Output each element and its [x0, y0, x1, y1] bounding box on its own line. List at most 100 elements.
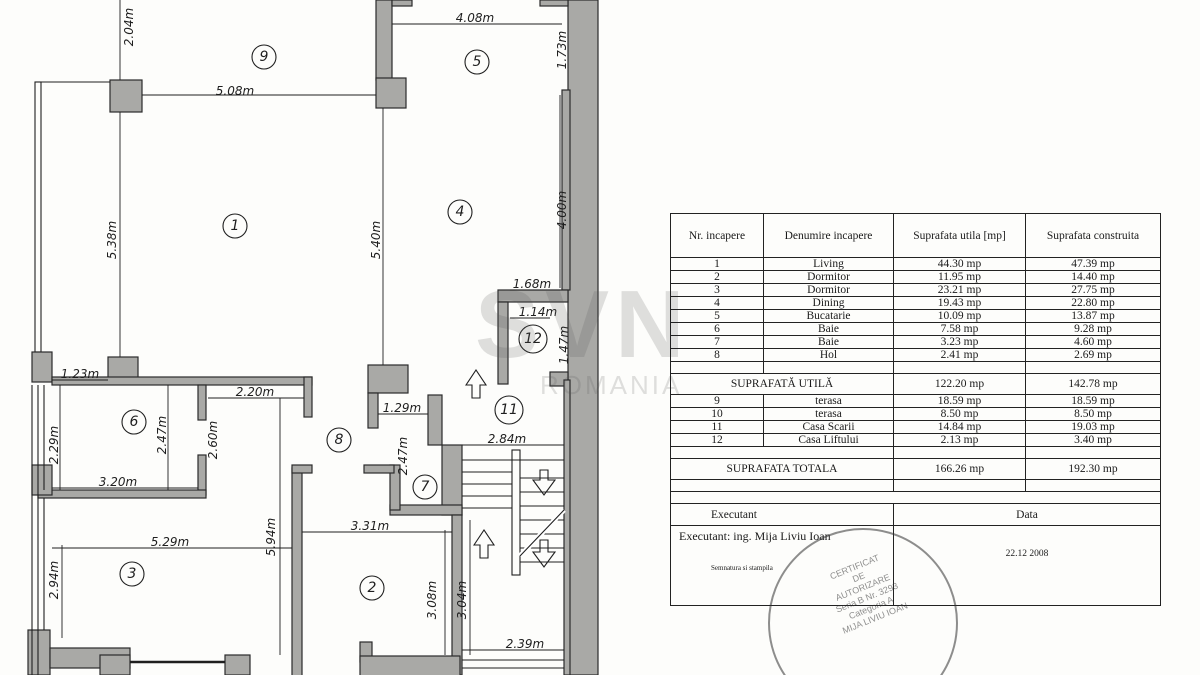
useful-area: 3.23 mp — [893, 335, 1026, 349]
built-area: 18.59 mp — [1025, 394, 1161, 408]
room-number: 12 — [670, 433, 764, 447]
room-marker: 3 — [119, 561, 145, 587]
dimension-label: 5.08m — [216, 84, 254, 98]
built-area: 4.60 mp — [1025, 335, 1161, 349]
dimension-label: 2.20m — [236, 385, 274, 399]
svg-text:4: 4 — [456, 204, 465, 220]
svg-text:9: 9 — [260, 49, 269, 65]
dimension-label: 4.08m — [456, 11, 494, 25]
svg-text:2: 2 — [368, 580, 377, 596]
dimension-label: 3.04m — [455, 581, 469, 619]
useful-area: 2.13 mp — [893, 433, 1026, 447]
room-number: 6 — [670, 322, 764, 336]
room-number: 10 — [670, 407, 764, 421]
dimension-label: 1.14m — [519, 305, 557, 319]
room-number: 2 — [670, 270, 764, 284]
built-area: 22.80 mp — [1025, 296, 1161, 310]
room-marker: 11 — [494, 395, 524, 425]
total-row: SUPRAFATA TOTALA 166.26 mp 192.30 mp — [670, 458, 1161, 480]
room-number: 9 — [670, 394, 764, 408]
room-number: 8 — [670, 348, 764, 362]
svg-text:3: 3 — [128, 566, 137, 582]
room-name: Baie — [763, 322, 894, 336]
dimension-label: 1.23m — [61, 367, 99, 381]
executant-header: Executant — [670, 503, 894, 526]
executant-body-row: Executant: ing. Mija Liviu Ioan Semnatur… — [670, 525, 1161, 606]
svg-text:5: 5 — [473, 54, 482, 70]
svg-text:8: 8 — [335, 432, 344, 448]
dimension-label: 5.94m — [264, 518, 278, 556]
room-name: Hol — [763, 348, 894, 362]
walls — [27, 0, 599, 675]
date-header: Data — [893, 503, 1161, 526]
svg-text:7: 7 — [421, 479, 430, 495]
room-number: 1 — [670, 257, 764, 271]
dimension-label: 2.39m — [506, 637, 544, 651]
built-area: 47.39 mp — [1025, 257, 1161, 271]
built-area: 13.87 mp — [1025, 309, 1161, 323]
built-area: 3.40 mp — [1025, 433, 1161, 447]
useful-area: 10.09 mp — [893, 309, 1026, 323]
room-marker: 9 — [251, 44, 277, 70]
dimension-label: 2.94m — [47, 561, 61, 599]
svg-text:6: 6 — [130, 414, 139, 430]
dimension-label: 1.47m — [557, 326, 571, 364]
room-name: Dining — [763, 296, 894, 310]
useful-area: 23.21 mp — [893, 283, 1026, 297]
room-number: 4 — [670, 296, 764, 310]
room-marker: 12 — [518, 324, 548, 354]
room-name: Casa Scarii — [763, 420, 894, 434]
dimension-label: 1.68m — [513, 277, 551, 291]
room-marker: 7 — [412, 474, 438, 500]
useful-area: 8.50 mp — [893, 407, 1026, 421]
header-room-number: Nr. incapere — [670, 213, 764, 258]
room-number: 5 — [670, 309, 764, 323]
room-marker: 1 — [222, 213, 248, 239]
room-number: 7 — [670, 335, 764, 349]
svg-text:1: 1 — [231, 218, 240, 234]
dimension-label: 5.38m — [105, 221, 119, 259]
dimension-label: 3.20m — [99, 475, 137, 489]
room-marker: 6 — [121, 409, 147, 435]
subtotal-row: SUPRAFATĂ UTILĂ 122.20 mp 142.78 mp — [670, 373, 1161, 395]
table-header: Nr. incapere Denumire incapere Suprafata… — [670, 213, 1161, 258]
dimension-label: 1.29m — [383, 401, 421, 415]
dimension-label: 4.00m — [555, 191, 569, 229]
dimension-lines — [52, 0, 564, 655]
room-name: Living — [763, 257, 894, 271]
svg-text:11: 11 — [500, 402, 518, 418]
dimension-label: 3.08m — [425, 581, 439, 619]
area-table: Nr. incapere Denumire incapere Suprafata… — [670, 213, 1161, 606]
room-marker: 4 — [447, 199, 473, 225]
room-name: Dormitor — [763, 283, 894, 297]
useful-area: 7.58 mp — [893, 322, 1026, 336]
useful-area: 44.30 mp — [893, 257, 1026, 271]
dimension-label: 5.40m — [369, 221, 383, 259]
useful-area: 14.84 mp — [893, 420, 1026, 434]
dimension-label: 2.47m — [396, 437, 410, 475]
room-marker: 8 — [326, 427, 352, 453]
room-name: Dormitor — [763, 270, 894, 284]
dimension-label: 2.47m — [155, 416, 169, 454]
dimension-label: 3.31m — [351, 519, 389, 533]
room-name: terasa — [763, 407, 894, 421]
subtotal-built: 142.78 mp — [1025, 373, 1161, 395]
built-area: 14.40 mp — [1025, 270, 1161, 284]
dimension-label: 5.29m — [151, 535, 189, 549]
room-number: 11 — [670, 420, 764, 434]
total-useful: 166.26 mp — [893, 458, 1026, 480]
built-area: 2.69 mp — [1025, 348, 1161, 362]
